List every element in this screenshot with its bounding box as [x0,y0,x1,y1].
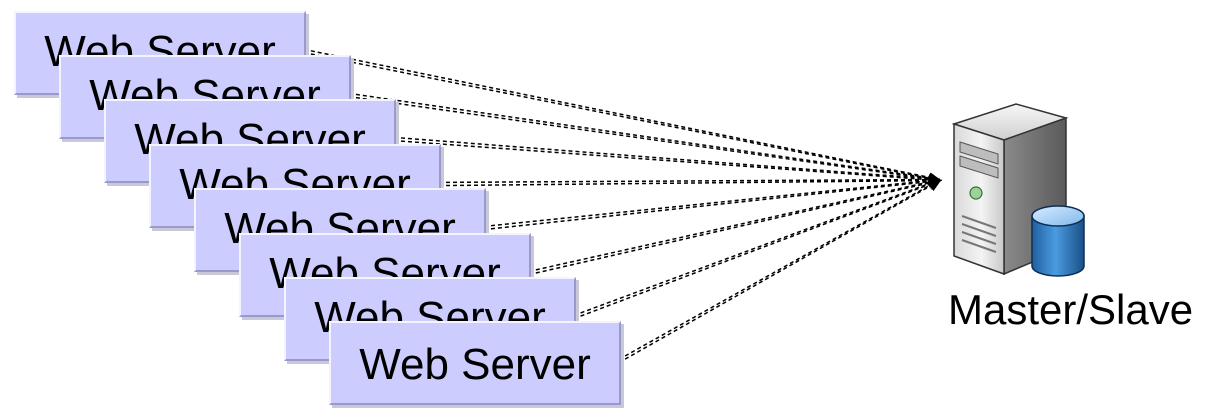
connector-line [438,178,941,184]
connector-line [618,178,941,361]
connector-line [528,177,942,276]
connector-line [528,178,941,273]
connector-line [393,136,941,181]
connector-line [393,139,942,186]
connector-line [483,178,941,228]
connector-line [618,179,942,364]
connector-line [573,178,942,320]
server-with-database-icon [951,103,1085,277]
web-server-label: Web Server [359,340,591,389]
connector-line [438,174,942,187]
web-server-box: Web Server [329,321,621,405]
database-server-label: Master/Slave [948,286,1194,333]
connector-line [483,175,942,231]
connector-line [573,178,941,317]
